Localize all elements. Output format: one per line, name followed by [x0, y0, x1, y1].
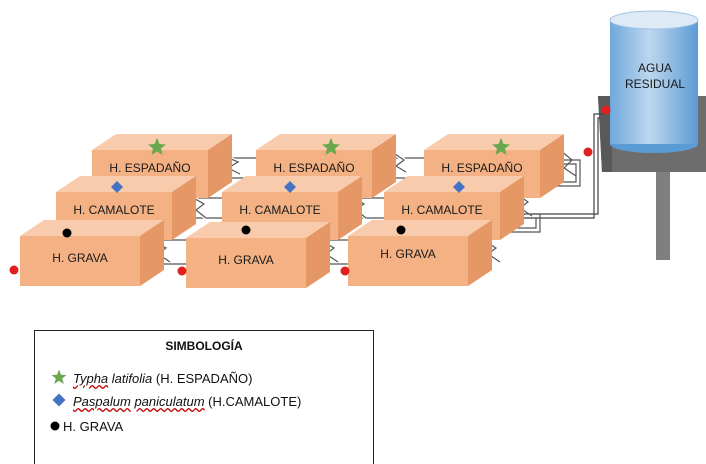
dot-icon	[396, 225, 406, 235]
valve-icon	[177, 266, 187, 276]
legend-row-grava: H. GRAVA	[49, 419, 123, 434]
legend-box: SIMBOLOGÍA Typha latifolia (H. ESPADAÑO)…	[34, 330, 374, 464]
legend-species-genus: Typha	[73, 371, 109, 386]
legend-name-espadano: (H. ESPADAÑO)	[155, 371, 253, 386]
legend-name-camalote: (H.CAMALOTE)	[208, 394, 302, 409]
box-label-espadano-1: H. ESPADAÑO	[109, 161, 190, 175]
box-label-grava-3: H. GRAVA	[380, 247, 436, 261]
star-icon	[492, 138, 510, 155]
legend-row-camalote: Paspalum paniculatum (H.CAMALOTE)	[49, 393, 301, 410]
box-label-grava-1: H. GRAVA	[52, 251, 108, 265]
box-label-grava-2: H. GRAVA	[218, 253, 274, 267]
valve-icon	[601, 105, 611, 115]
valve-icon	[583, 147, 593, 157]
dot-icon	[49, 419, 61, 434]
diamond-icon	[49, 393, 69, 410]
diamond-icon	[284, 181, 296, 193]
legend-title: SIMBOLOGÍA	[165, 339, 243, 353]
star-icon	[148, 138, 166, 155]
legend-species-epithet: latifolia	[111, 371, 153, 386]
box-label-espadano-2: H. ESPADAÑO	[273, 161, 354, 175]
box-grava-3: H. GRAVA	[348, 220, 492, 286]
star-icon	[49, 369, 69, 388]
box-label-espadano-3: H. ESPADAÑO	[441, 161, 522, 175]
legend-row-espadano: Typha latifolia (H. ESPADAÑO)	[49, 369, 252, 388]
legend-species-genus: Paspalum	[73, 394, 131, 409]
dot-icon	[62, 228, 72, 238]
legend-name-grava: H. GRAVA	[63, 419, 124, 434]
valve-icon	[9, 265, 19, 275]
inlet-pipes	[512, 113, 606, 219]
diamond-icon	[111, 181, 123, 193]
valve-icon	[340, 266, 350, 276]
box-label-camalote-2: H. CAMALOTE	[239, 203, 320, 217]
box-grava-1: H. GRAVA	[20, 220, 164, 286]
dot-icon	[241, 225, 251, 235]
tank-label-line2: RESIDUAL	[625, 77, 685, 91]
tank: AGUA RESIDUAL	[609, 10, 699, 153]
tank-label-line1: AGUA	[638, 61, 672, 75]
box-label-camalote-1: H. CAMALOTE	[73, 203, 154, 217]
box-label-camalote-3: H. CAMALOTE	[401, 203, 482, 217]
diamond-icon	[453, 181, 465, 193]
star-icon	[322, 138, 340, 155]
box-grava-2: H. GRAVA	[186, 222, 330, 288]
legend-species-epithet: paniculatum	[134, 394, 205, 409]
